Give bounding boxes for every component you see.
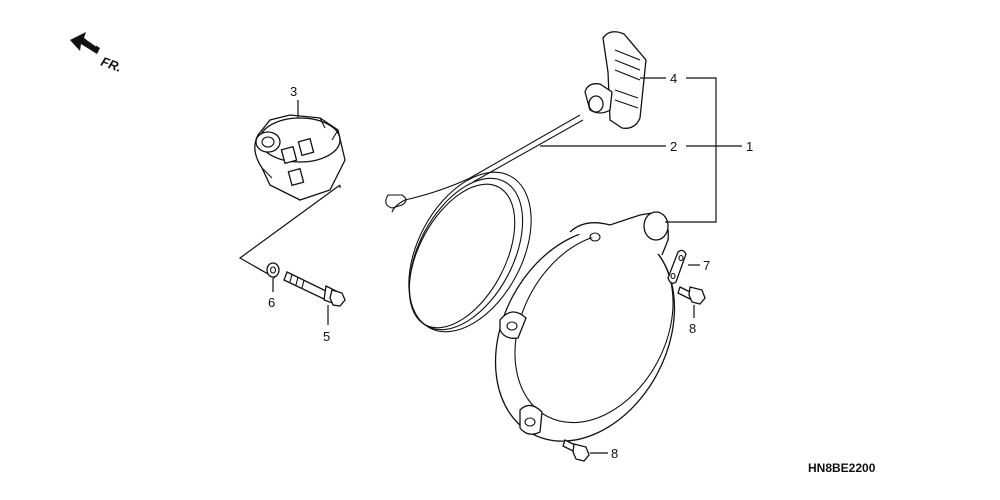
callout-5: 5 (323, 329, 330, 344)
front-direction-arrow-icon (70, 32, 100, 54)
starter-grip-part (584, 31, 647, 129)
flange-bolt-part (283, 271, 346, 307)
recoil-starter-housing-part (494, 211, 676, 442)
washer-part (266, 262, 280, 278)
diagram-code: HN8BE2200 (808, 461, 876, 475)
front-direction-label: FR. (99, 54, 124, 75)
callout-4: 4 (670, 71, 677, 86)
rope-plate-part (667, 249, 687, 284)
callout-8-upper: 8 (689, 321, 696, 336)
callout-2: 2 (670, 139, 677, 154)
screw-part-upper (677, 286, 706, 305)
callout-7: 7 (703, 258, 710, 273)
callout-3: 3 (290, 84, 297, 99)
screw-part-lower (562, 439, 590, 462)
callout-1: 1 (746, 139, 753, 154)
starter-rope-part (385, 114, 584, 333)
callout-8-lower: 8 (611, 446, 618, 461)
callout-6: 6 (268, 295, 275, 310)
starter-pulley-part (254, 114, 346, 201)
